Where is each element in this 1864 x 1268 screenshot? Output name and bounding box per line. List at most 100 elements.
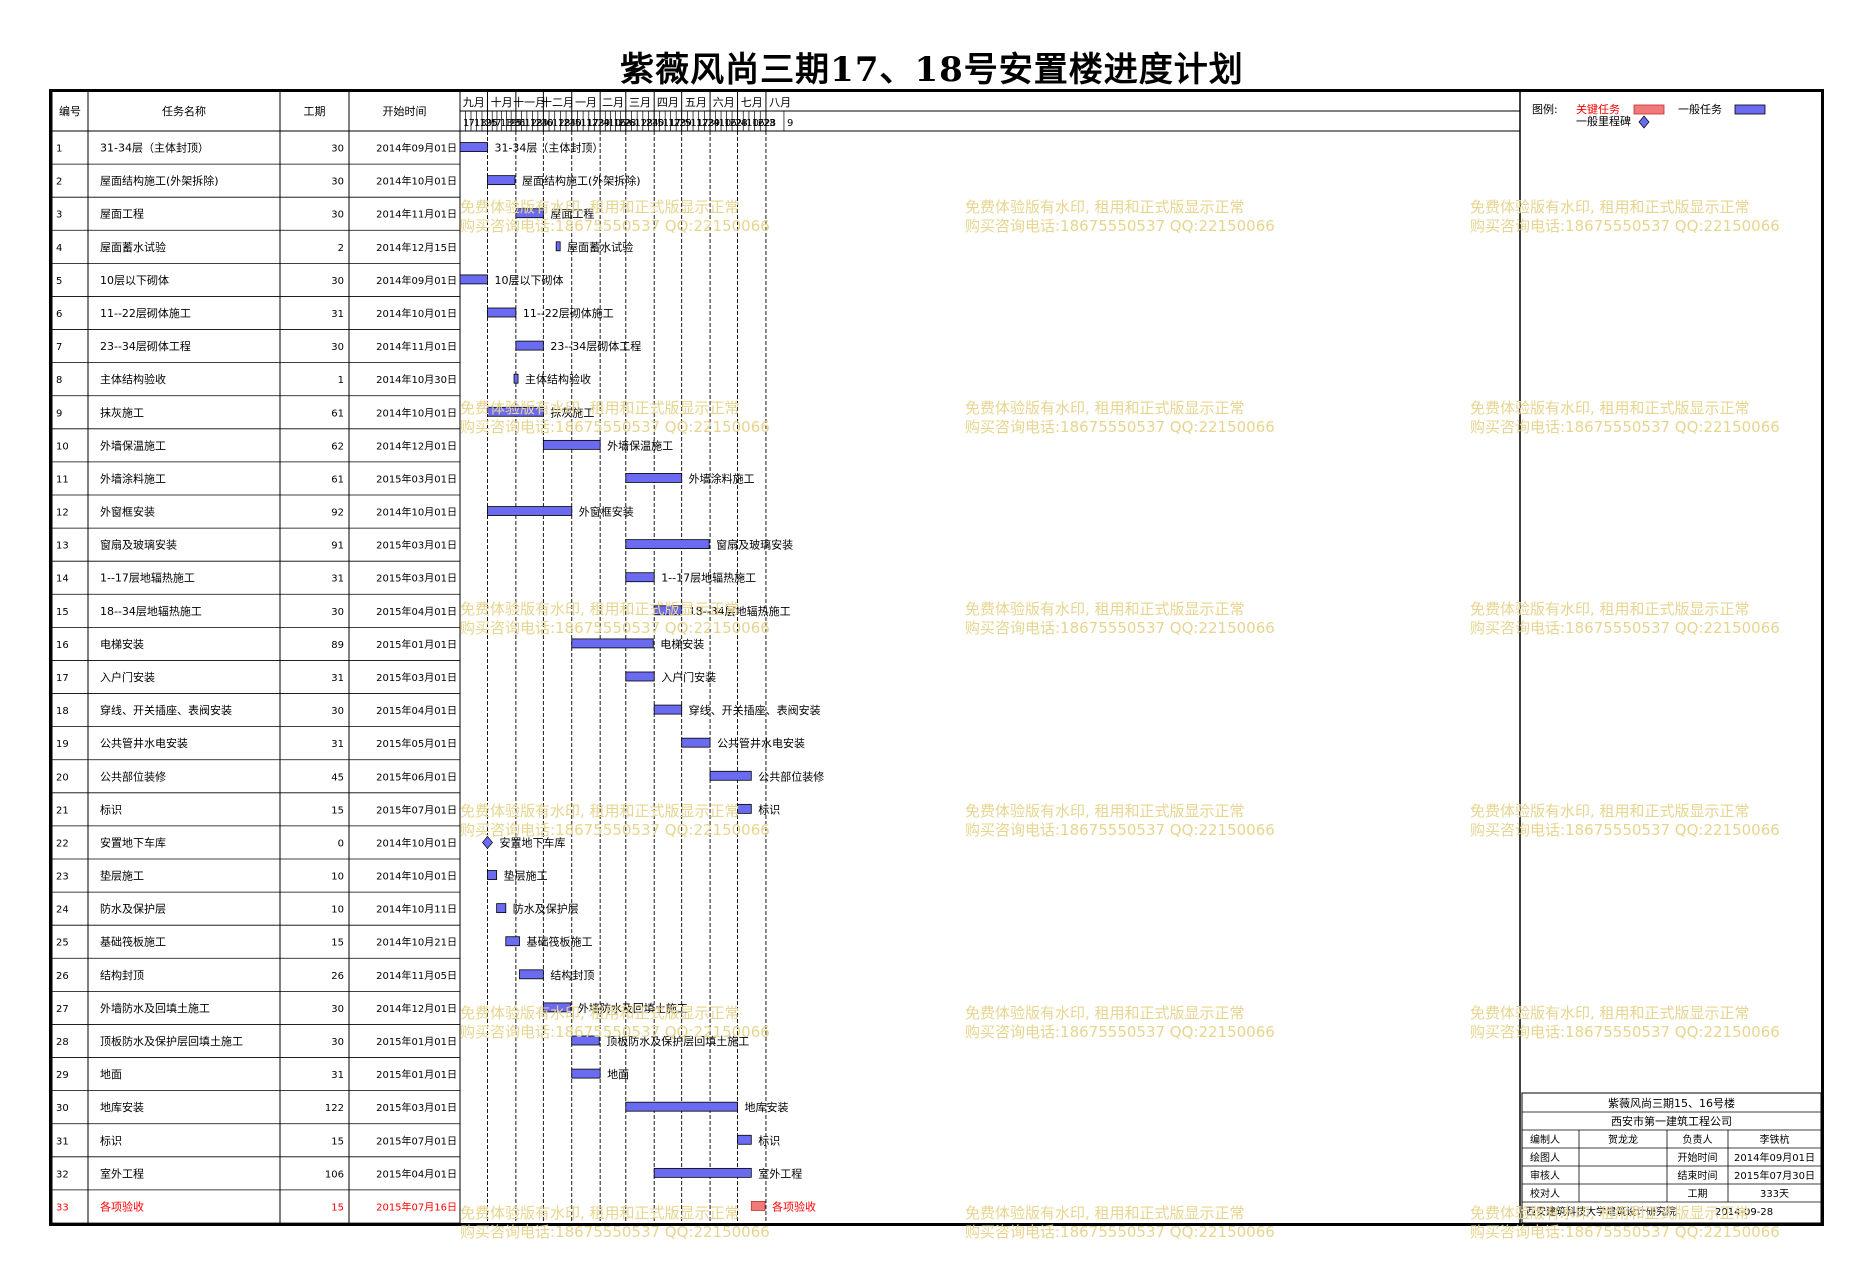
task-duration: 30 <box>331 1037 344 1048</box>
task-num: 12 <box>56 508 69 519</box>
task-bar <box>487 175 516 186</box>
task-start: 2015年05月01日 <box>376 737 457 750</box>
bar-label: 公共部位装修 <box>758 769 824 783</box>
task-name: 公共管井水电安装 <box>100 736 188 750</box>
task-num: 9 <box>56 408 62 419</box>
task-bar <box>515 340 544 351</box>
task-num: 23 <box>56 872 69 883</box>
task-start: 2015年04月01日 <box>376 605 457 618</box>
bar-label: 公共管井水电安装 <box>717 736 805 750</box>
month-label: 十月 <box>491 95 513 109</box>
task-bar <box>459 274 488 285</box>
task-num: 8 <box>56 375 62 386</box>
task-start: 2015年04月01日 <box>376 704 457 717</box>
task-duration: 61 <box>331 474 344 485</box>
task-bar <box>571 1035 600 1046</box>
legend-milestone-marker <box>1638 115 1650 129</box>
day-tick: 25 <box>485 118 498 129</box>
day-tick: 22 <box>619 118 632 129</box>
task-num: 33 <box>56 1202 69 1213</box>
task-start: 2014年10月01日 <box>376 836 457 849</box>
task-num: 15 <box>56 607 69 618</box>
task-duration: 89 <box>331 640 344 651</box>
bar-label: 1--17层地辐热施工 <box>661 571 756 585</box>
header-name: 任务名称 <box>162 104 206 118</box>
task-name: 顶板防水及保护层回填土施工 <box>100 1034 243 1048</box>
task-num: 11 <box>56 474 69 485</box>
bar-label: 外墙保温施工 <box>607 438 673 452</box>
month-label: 七月 <box>741 96 763 109</box>
month-label: 十一月 <box>513 95 546 109</box>
day-tick: 19 <box>479 118 492 129</box>
day-tick: 10 <box>719 118 732 129</box>
task-num: 14 <box>56 574 69 585</box>
task-duration: 15 <box>331 1136 344 1147</box>
task-start: 2014年11月05日 <box>376 969 457 982</box>
legend-title: 图例: <box>1532 102 1558 116</box>
day-tick: 16 <box>613 118 626 129</box>
day-tick: 24 <box>563 118 576 129</box>
day-tick: 13 <box>474 118 487 129</box>
bar-label: 地库安装 <box>745 1100 789 1114</box>
task-name: 外墙保温施工 <box>100 438 166 452</box>
task-num: 29 <box>56 1070 69 1081</box>
task-duration: 10 <box>331 905 344 916</box>
task-name: 防水及保护层 <box>100 902 166 916</box>
task-name: 屋面蓄水试验 <box>100 240 166 254</box>
legend-milestone-label: 一般里程碑 <box>1576 115 1631 128</box>
task-duration: 61 <box>331 408 344 419</box>
task-duration: 31 <box>331 574 344 585</box>
task-start: 2015年04月01日 <box>376 1167 457 1180</box>
task-name: 结构封顶 <box>100 968 144 982</box>
watermark-line1: 免费体验版有水印, 租用和正式版显示正常 <box>460 1204 740 1222</box>
task-num: 27 <box>56 1004 69 1015</box>
task-name: 外窗框安装 <box>100 505 155 519</box>
task-start: 2015年03月01日 <box>376 539 457 552</box>
day-tick: 10 <box>608 118 621 129</box>
task-name: 31-34层（主体封顶） <box>100 141 209 155</box>
bar-label: 电梯安装 <box>660 637 704 651</box>
task-duration: 10 <box>331 872 344 883</box>
watermark-line1: 免费体验版有水印, 租用和正式版显示正常 <box>965 1204 1245 1222</box>
day-tick: 5 <box>657 118 663 129</box>
task-bar <box>625 1101 738 1112</box>
month-label: 二月 <box>602 96 624 109</box>
legend-critical-label: 关键任务 <box>1576 102 1620 116</box>
task-bar <box>625 671 655 682</box>
task-duration: 62 <box>331 441 344 452</box>
task-name: 主体结构验收 <box>100 372 166 386</box>
task-bar <box>519 969 544 980</box>
task-name: 10层以下砌体 <box>100 273 169 287</box>
task-start: 2014年12月01日 <box>376 439 457 452</box>
watermark-line2: 购买咨询电话:18675550537 QQ:22150066 <box>460 217 770 235</box>
day-tick: 3 <box>769 118 775 129</box>
task-name: 穿线、开关插座、表阀安装 <box>100 703 232 717</box>
task-num: 5 <box>56 276 62 287</box>
day-tick: 12 <box>524 118 537 129</box>
day-tick: 30 <box>569 118 582 129</box>
watermark-line2: 购买咨询电话:18675550537 QQ:22150066 <box>1470 1223 1780 1241</box>
task-duration: 30 <box>331 342 344 353</box>
bar-label: 垫层施工 <box>504 869 548 883</box>
bar-label: 基础筏板施工 <box>527 935 593 949</box>
bar-label: 安置地下车库 <box>499 835 565 849</box>
task-start: 2015年07月16日 <box>376 1200 457 1213</box>
watermark-line2: 购买咨询电话:18675550537 QQ:22150066 <box>1470 1023 1780 1041</box>
bar-label: 抹灰施工 <box>550 405 594 419</box>
legend-normal-swatch <box>1734 104 1766 115</box>
watermark-line2: 购买咨询电话:18675550537 QQ:22150066 <box>1470 217 1780 235</box>
task-num: 25 <box>56 938 69 949</box>
day-tick: 28 <box>763 118 776 129</box>
watermark-line2: 购买咨询电话:18675550537 QQ:22150066 <box>460 1223 770 1241</box>
task-name: 抹灰施工 <box>100 405 144 419</box>
task-duration: 92 <box>331 508 344 519</box>
task-num: 31 <box>56 1136 69 1147</box>
task-num: 1 <box>56 144 62 155</box>
info-cell: 校对人 <box>1530 1187 1560 1200</box>
task-start: 2014年10月01日 <box>376 406 457 419</box>
watermark-line1: 免费体验版有水印, 租用和正式版显示正常 <box>1470 600 1750 618</box>
day-tick: 28 <box>624 118 637 129</box>
bar-label: 31-34层（主体封顶） <box>494 141 603 155</box>
day-tick: 29 <box>707 118 720 129</box>
day-tick: 29 <box>679 118 692 129</box>
